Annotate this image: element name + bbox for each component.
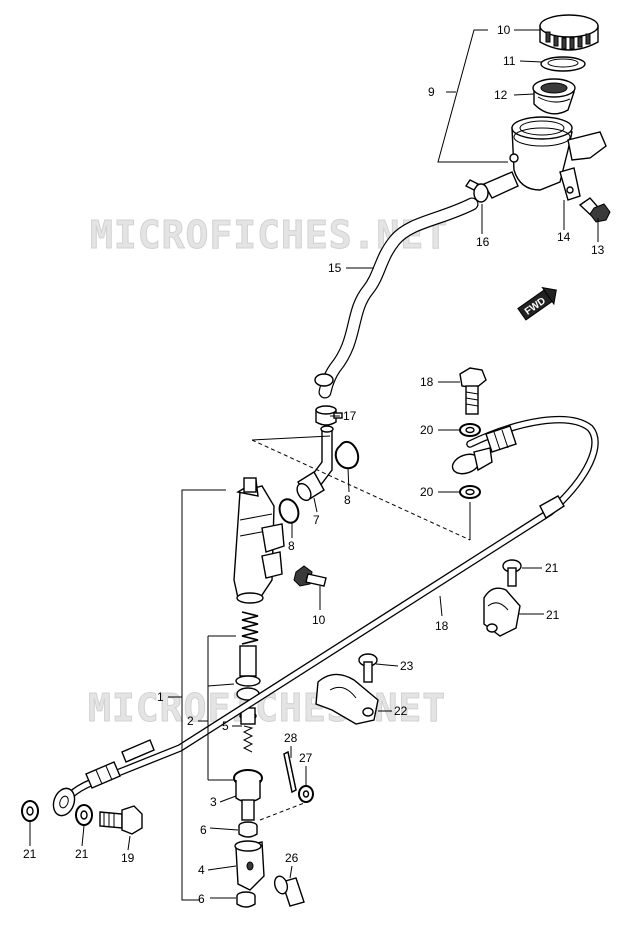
nut-6-lower bbox=[236, 891, 256, 908]
label-4: 4 bbox=[198, 863, 205, 877]
washer-21-lower-b bbox=[75, 804, 93, 826]
clevis-pin-26 bbox=[273, 875, 305, 907]
label-18-top: 16 bbox=[476, 235, 490, 249]
spring bbox=[241, 611, 259, 645]
label-1: 1 bbox=[157, 690, 164, 704]
leader-lines bbox=[29, 29, 599, 901]
washer-27 bbox=[298, 785, 314, 803]
label-5: 5 bbox=[222, 719, 229, 733]
label-15: 13 bbox=[591, 243, 605, 257]
label-11: 9 bbox=[428, 85, 435, 99]
clamp-22 bbox=[483, 587, 521, 637]
label-8: 8 bbox=[288, 539, 295, 553]
label-10: 10 bbox=[312, 613, 326, 627]
banjo-bolt-upper bbox=[459, 367, 487, 415]
label-3: 3 bbox=[210, 795, 217, 809]
circlip-9 bbox=[334, 440, 360, 470]
reservoir-assembly bbox=[464, 14, 611, 223]
screw-25 bbox=[358, 653, 378, 683]
cotter-pin-28 bbox=[283, 750, 297, 794]
label-27: 27 bbox=[299, 751, 313, 765]
fwd-badge: FWD bbox=[517, 286, 557, 321]
label-7: 7 bbox=[313, 513, 320, 527]
label-12: 10 bbox=[497, 23, 511, 37]
reservoir-hose bbox=[314, 197, 479, 399]
label-21-lower-a: 21 bbox=[23, 847, 37, 861]
label-18-lower: 17 bbox=[343, 409, 357, 423]
nut-6-upper bbox=[238, 821, 258, 838]
label-21-upper-a: 20 bbox=[420, 423, 434, 437]
o-ring-8 bbox=[278, 498, 300, 524]
label-13: 11 bbox=[503, 54, 516, 68]
label-26: 26 bbox=[285, 851, 299, 865]
part-labels: 10 11 12 9 13 14 16 15 17 18 20 20 8 7 8… bbox=[23, 23, 605, 906]
label-25: 23 bbox=[400, 659, 414, 673]
label-6-upper: 6 bbox=[200, 823, 207, 837]
watermark-top: MICROFICHES.NET bbox=[90, 213, 448, 257]
label-20-upper: 18 bbox=[420, 375, 434, 389]
washer-21-lower-a bbox=[21, 800, 39, 822]
label-21-lower-b: 21 bbox=[75, 847, 89, 861]
circlip-3 bbox=[233, 769, 263, 821]
label-9: 8 bbox=[344, 493, 351, 507]
banjo-bolt-lower bbox=[99, 805, 143, 835]
label-21-upper-b: 20 bbox=[420, 485, 434, 499]
screw-23 bbox=[502, 559, 522, 587]
label-14: 12 bbox=[494, 88, 508, 102]
master-cylinder bbox=[233, 477, 327, 604]
label-22: 21 bbox=[546, 608, 560, 622]
label-19: 18 bbox=[435, 619, 449, 633]
clamp-24 bbox=[315, 673, 379, 725]
label-17: 15 bbox=[328, 261, 342, 275]
brake-line bbox=[52, 415, 599, 817]
washer-21-upper-b bbox=[459, 485, 481, 499]
washer-21-upper-a bbox=[459, 423, 481, 437]
label-23: 21 bbox=[545, 561, 559, 575]
label-2: 2 bbox=[187, 714, 194, 728]
label-24: 22 bbox=[394, 704, 408, 718]
hose-connector bbox=[296, 425, 334, 502]
clevis-4 bbox=[234, 840, 265, 891]
label-16: 14 bbox=[557, 230, 571, 244]
label-20-lower: 19 bbox=[121, 851, 135, 865]
label-6-lower: 6 bbox=[198, 892, 205, 906]
label-28: 28 bbox=[284, 731, 298, 745]
